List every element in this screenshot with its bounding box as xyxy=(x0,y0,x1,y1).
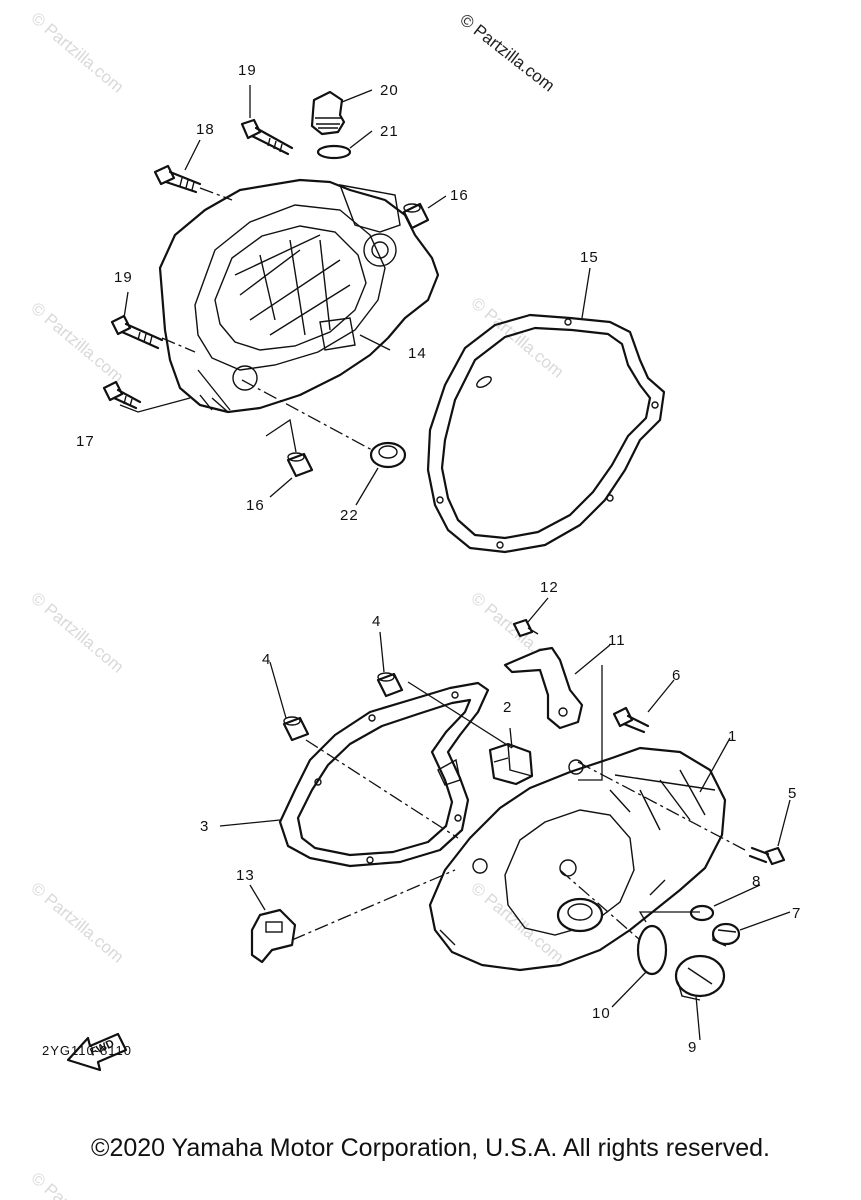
part-16-dowel-upper xyxy=(402,202,430,230)
callout-14: 14 xyxy=(408,345,427,362)
callout-12: 12 xyxy=(540,579,559,596)
part-1-crankcase-cover xyxy=(428,746,727,972)
callout-6: 6 xyxy=(672,667,681,684)
callout-1: 1 xyxy=(728,728,737,745)
part-19-bolt-lower xyxy=(110,314,164,350)
part-21-o-ring xyxy=(316,144,352,160)
upper-leader-lines xyxy=(119,85,591,506)
callout-20: 20 xyxy=(380,82,399,99)
callout-15: 15 xyxy=(580,249,599,266)
watermark: © Partzilla.com xyxy=(27,1169,127,1200)
part-4-dowel-left xyxy=(282,716,310,742)
diagram-code: 2YG110-8110 xyxy=(42,1043,133,1058)
part-5-bolt xyxy=(748,846,786,866)
part-22-oil-seal xyxy=(369,441,407,469)
part-18-bolt xyxy=(153,164,202,194)
part-14-crankcase-cover xyxy=(158,178,440,414)
callout-labels: 19 20 21 18 16 15 19 14 17 16 22 12 4 11… xyxy=(76,62,801,1056)
callout-8: 8 xyxy=(752,873,761,890)
part-16-dowel-lower xyxy=(286,452,314,478)
watermark: © Partzilla.com xyxy=(467,294,567,382)
part-11-bracket xyxy=(503,646,584,730)
part-12-screw xyxy=(512,618,539,638)
part-4-dowel-right xyxy=(376,672,404,698)
watermark: © Partzilla.com xyxy=(467,879,567,967)
forward-direction-arrow: FWD xyxy=(66,1032,128,1072)
callout-3: 3 xyxy=(200,818,209,835)
callout-16: 16 xyxy=(450,187,469,204)
part-9-cap xyxy=(674,954,726,1001)
callout-7: 7 xyxy=(792,905,801,922)
callout-4: 4 xyxy=(372,613,381,630)
part-8-o-ring xyxy=(689,904,715,922)
callout-9: 9 xyxy=(688,1039,697,1056)
watermark: © Partzilla.com xyxy=(27,9,127,97)
part-13-bracket xyxy=(250,908,297,964)
watermark: © Partzilla.com xyxy=(27,879,127,967)
callout-19: 19 xyxy=(114,269,133,286)
part-20-oil-filler-cap xyxy=(310,90,346,136)
callout-19: 19 xyxy=(238,62,257,79)
part-3-gasket xyxy=(278,681,490,868)
callout-13: 13 xyxy=(236,867,255,884)
callout-10: 10 xyxy=(592,1005,611,1022)
callout-21: 21 xyxy=(380,123,399,140)
part-19-bolt-upper xyxy=(240,118,294,156)
part-10-o-ring xyxy=(636,924,668,976)
callout-22: 22 xyxy=(340,507,359,524)
callout-2: 2 xyxy=(503,699,512,716)
part-2-sensor xyxy=(488,742,534,786)
part-7-plug xyxy=(711,922,741,947)
watermarks: © Partzilla.com © Partzilla.com © Partzi… xyxy=(27,9,567,1200)
lower-leader-lines xyxy=(219,597,791,1041)
callout-5: 5 xyxy=(788,785,797,802)
callout-11: 11 xyxy=(608,632,626,649)
watermark: © Partzilla.com xyxy=(27,299,127,387)
part-6-bolt xyxy=(612,706,650,734)
callout-17: 17 xyxy=(76,433,95,450)
callout-18: 18 xyxy=(196,121,215,138)
copyright-notice: ©2020 Yamaha Motor Corporation, U.S.A. A… xyxy=(91,1134,770,1162)
callout-16: 16 xyxy=(246,497,265,514)
callout-4: 4 xyxy=(262,651,271,668)
part-17-bolt xyxy=(102,380,142,410)
watermark: © Partzilla.com xyxy=(27,589,127,677)
part-15-gasket xyxy=(426,313,666,554)
